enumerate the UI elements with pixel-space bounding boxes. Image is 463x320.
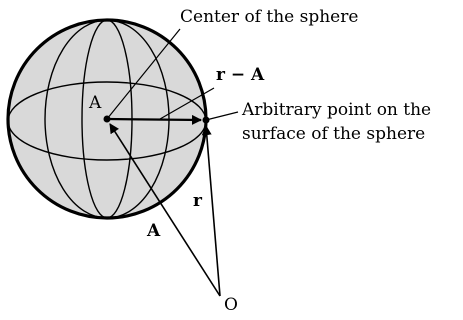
center-leader-line: [106, 28, 181, 120]
point-caption-line1: Arbitrary point on the: [241, 100, 431, 120]
vector-r-minus-a-arrow: [106, 114, 202, 125]
vector-a-label: A: [146, 221, 161, 241]
r-minus-a-label: r − A: [216, 65, 265, 85]
center-caption: Center of the sphere: [180, 7, 358, 27]
center-point-a: [103, 115, 111, 123]
point-leader-line: [205, 111, 239, 121]
surface-point: [202, 116, 210, 124]
origin-label: O: [224, 295, 238, 315]
r-minus-a-leader-line: [159, 87, 215, 120]
point-a-label: A: [88, 93, 102, 113]
vector-r-arrow: [201, 125, 221, 297]
point-caption-line2: surface of the sphere: [242, 124, 425, 144]
vector-r-label: r: [193, 191, 203, 211]
vector-a-arrow: [109, 123, 221, 297]
